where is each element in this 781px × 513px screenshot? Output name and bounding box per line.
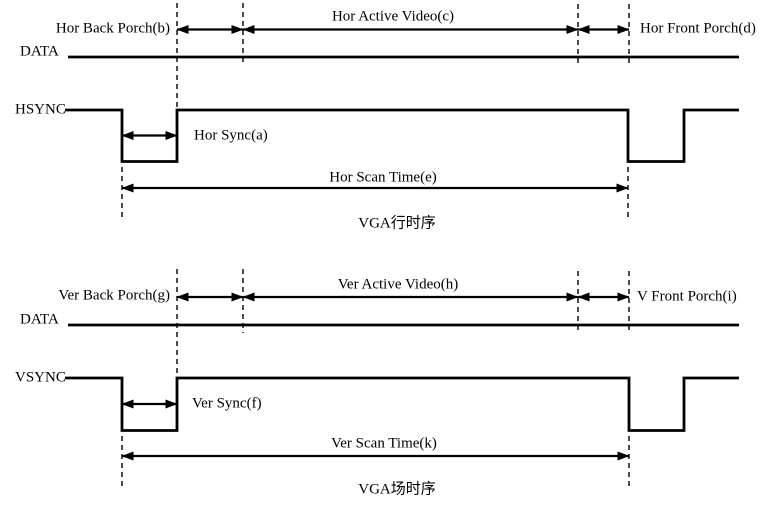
ver-sync-width-label: Ver Sync(f) (192, 395, 262, 412)
ver-timing-caption: VGA场时序 (358, 481, 436, 498)
hor-timing-waveforms (65, 3, 739, 217)
hsync-waveform (65, 108, 739, 163)
ver-data-signal-label: DATA (20, 311, 59, 328)
ver-scan-time-label: Ver Scan Time(k) (331, 435, 437, 452)
ver-active-video-label: Ver Active Video(h) (337, 276, 459, 293)
vsync-signal-label: VSYNC (15, 369, 66, 386)
hor-timing-caption: VGA行时序 (358, 215, 436, 232)
vsync-waveform (65, 376, 739, 432)
ver-front-porch-label: V Front Porch(i) (637, 288, 737, 305)
hor-front-porch-label: Hor Front Porch(d) (640, 20, 756, 37)
hor-sync-width-label: Hor Sync(a) (194, 127, 268, 144)
hor-scan-time-label: Hor Scan Time(e) (329, 169, 437, 186)
hor-active-video-label: Hor Active Video(c) (331, 8, 455, 25)
ver-back-porch-label: Ver Back Porch(g) (58, 287, 170, 304)
hor-back-porch-label: Hor Back Porch(b) (55, 20, 170, 37)
ver-timing-waveforms (65, 269, 739, 486)
hsync-signal-label: HSYNC (15, 101, 66, 118)
hor-data-signal-label: DATA (20, 43, 59, 60)
